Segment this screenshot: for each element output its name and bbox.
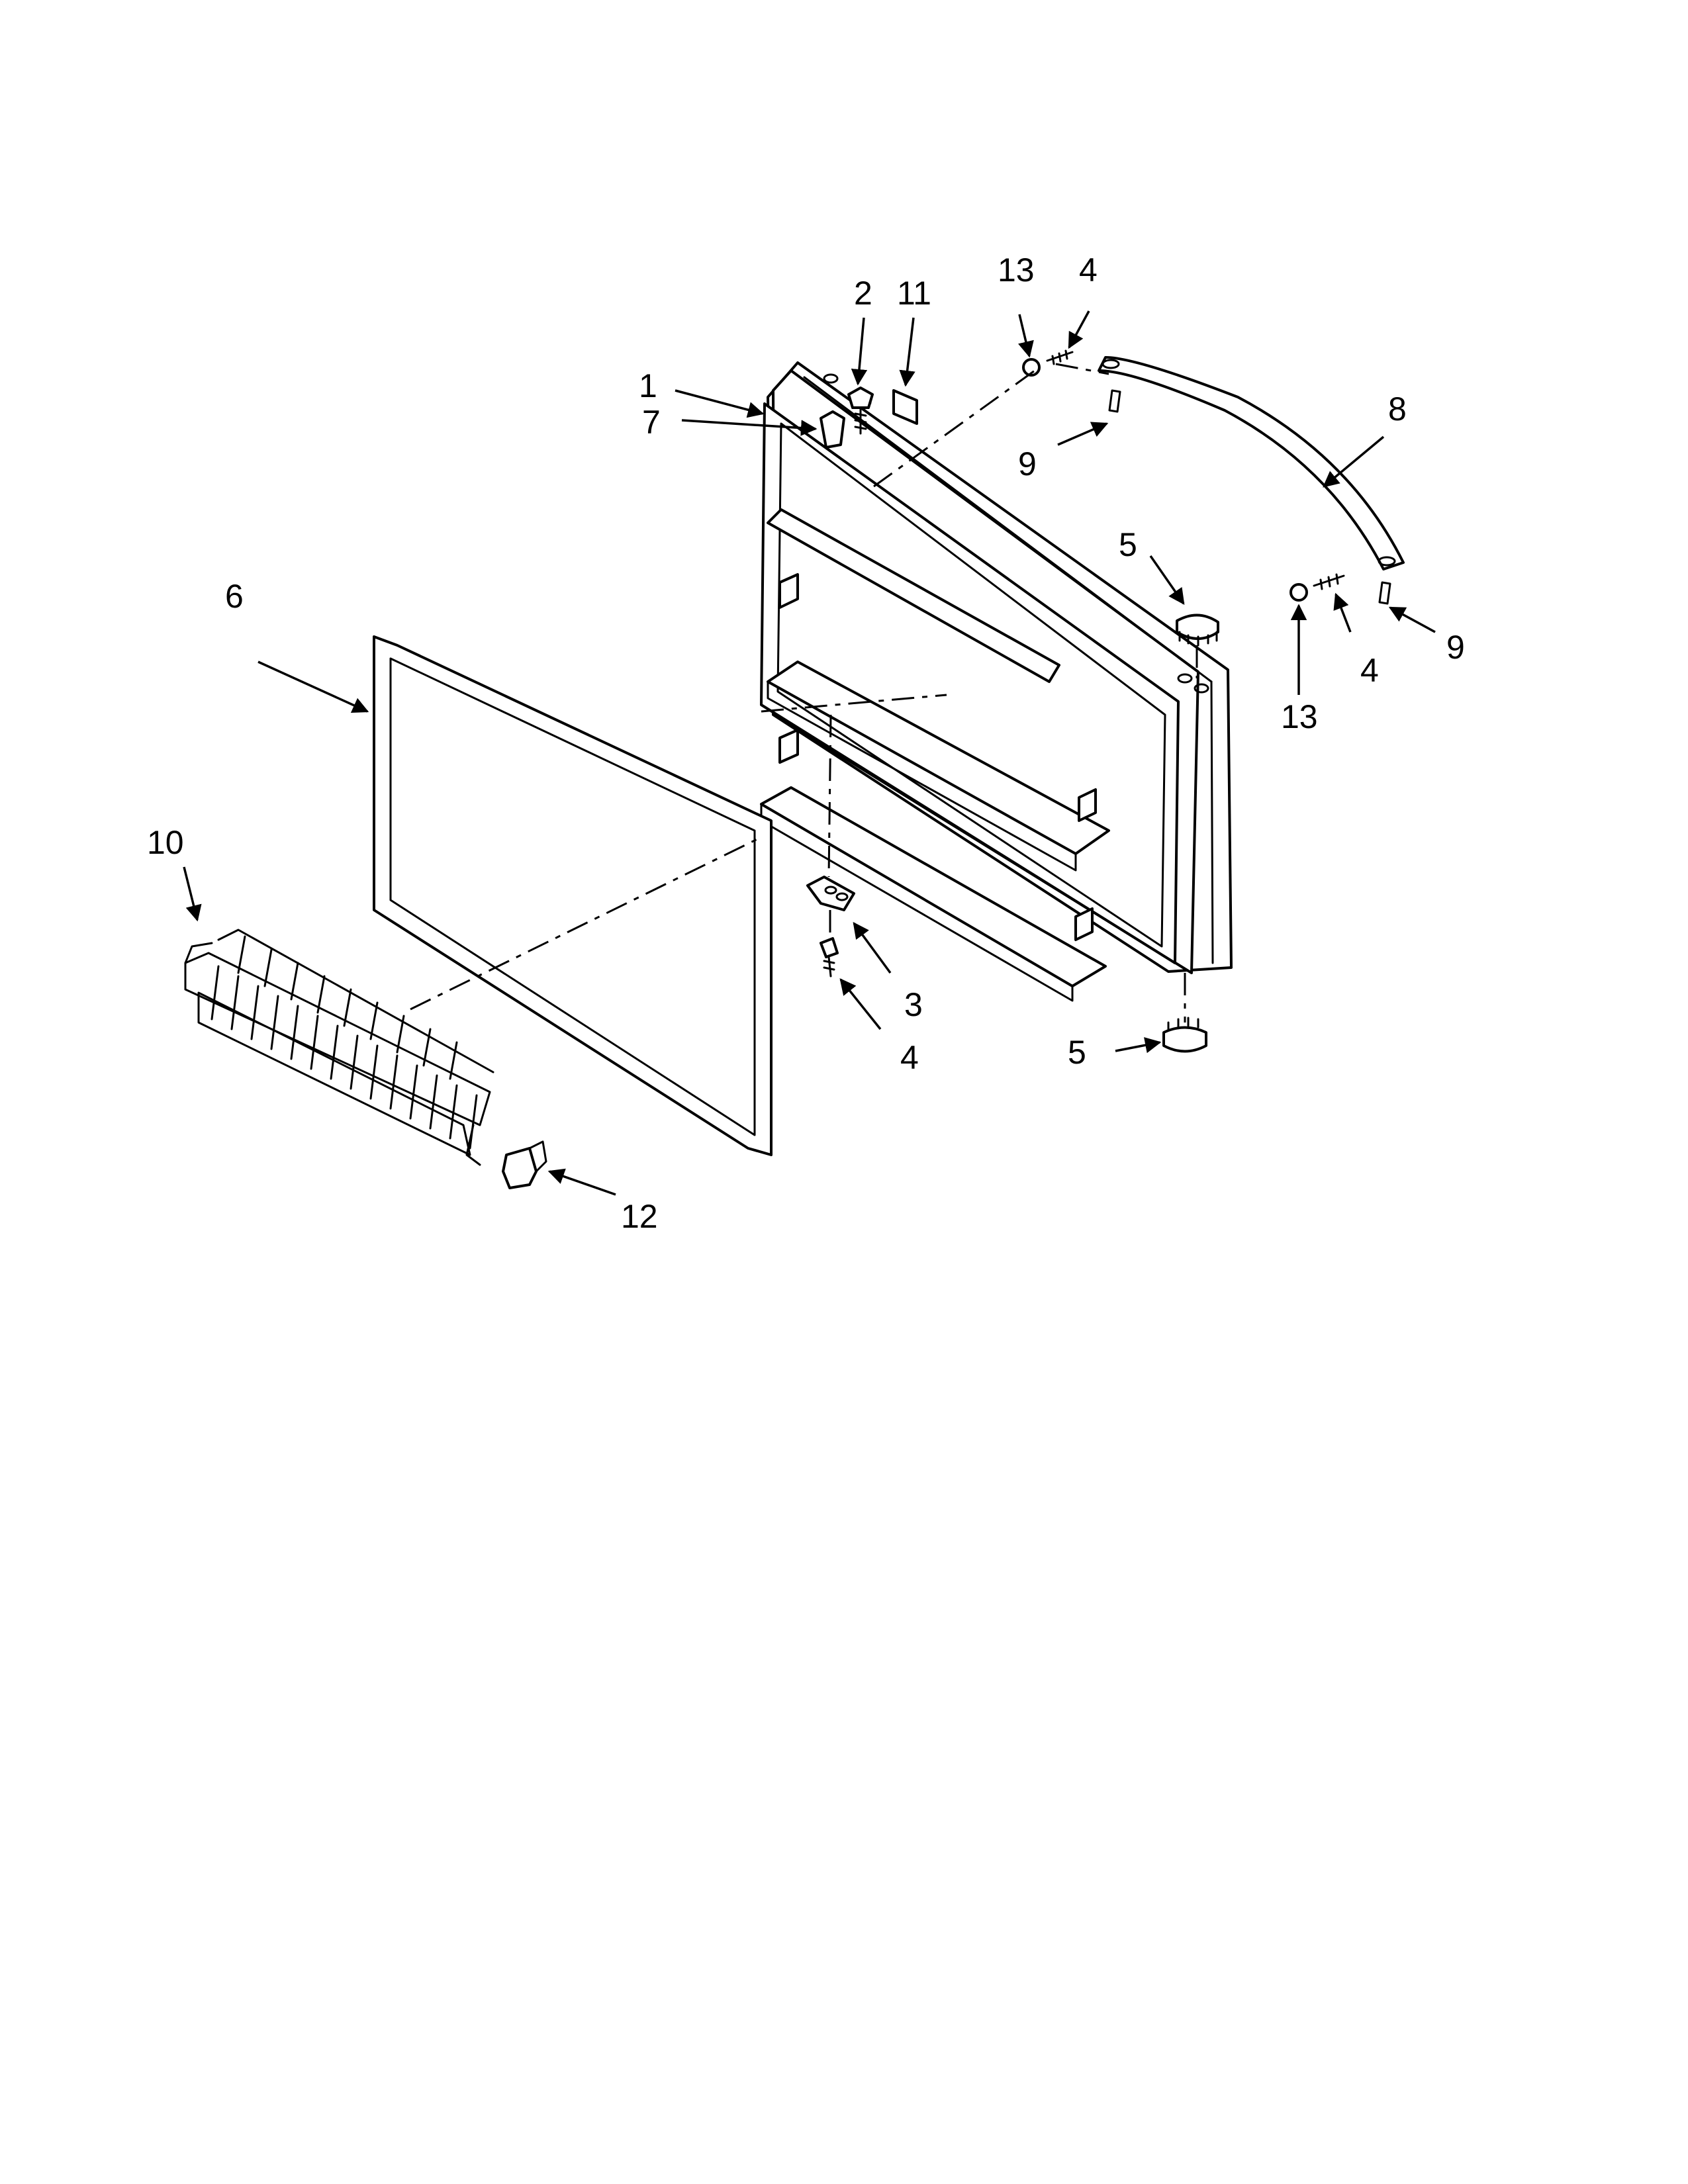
set-screw-top [1108, 389, 1121, 413]
callout-6: 6 [225, 578, 244, 615]
label-part-11 [892, 389, 918, 425]
callout-7: 7 [642, 404, 661, 441]
callout-1: 1 [639, 367, 657, 404]
callout-2: 2 [854, 275, 872, 312]
hinge-cap-low [1162, 1026, 1207, 1053]
callout-3: 3 [904, 986, 923, 1023]
screw-top [1046, 349, 1074, 365]
callout-12: 12 [621, 1198, 658, 1235]
callout-9-low: 9 [1446, 629, 1465, 666]
spacer-low [1289, 583, 1308, 602]
callout-4-low: 4 [1360, 652, 1379, 689]
callout-8: 8 [1388, 390, 1407, 428]
hinge-screw [820, 937, 839, 958]
callout-9-top: 9 [1018, 445, 1037, 482]
callout-labels: 1 2 11 7 13 4 9 8 5 6 13 4 9 10 3 4 5 12 [147, 251, 1465, 1235]
callout-4-mid: 4 [900, 1039, 919, 1076]
door-assembly [760, 361, 1233, 1002]
basket-wires [211, 935, 478, 1150]
hardware [806, 349, 1391, 1053]
screw-part-2 [847, 387, 874, 409]
basket-clip [502, 1140, 547, 1189]
callout-13-low: 13 [1281, 698, 1318, 735]
plug-button [820, 410, 845, 449]
spacer-top [1022, 358, 1041, 377]
callout-13-top: 13 [998, 251, 1035, 289]
callout-5-low: 5 [1068, 1034, 1086, 1071]
door-handle [1098, 356, 1405, 570]
callout-11: 11 [897, 275, 931, 312]
set-screw-low [1378, 581, 1391, 605]
wire-basket [184, 929, 494, 1166]
screw-low [1313, 573, 1345, 590]
leader-arrows [183, 310, 1436, 1196]
callout-4-top: 4 [1079, 251, 1098, 289]
callout-5-top: 5 [1119, 526, 1137, 563]
callout-10: 10 [147, 824, 184, 861]
hinge-cap-top [1176, 614, 1219, 640]
alignment-lines [410, 363, 1198, 1023]
door-gasket [373, 635, 773, 1156]
